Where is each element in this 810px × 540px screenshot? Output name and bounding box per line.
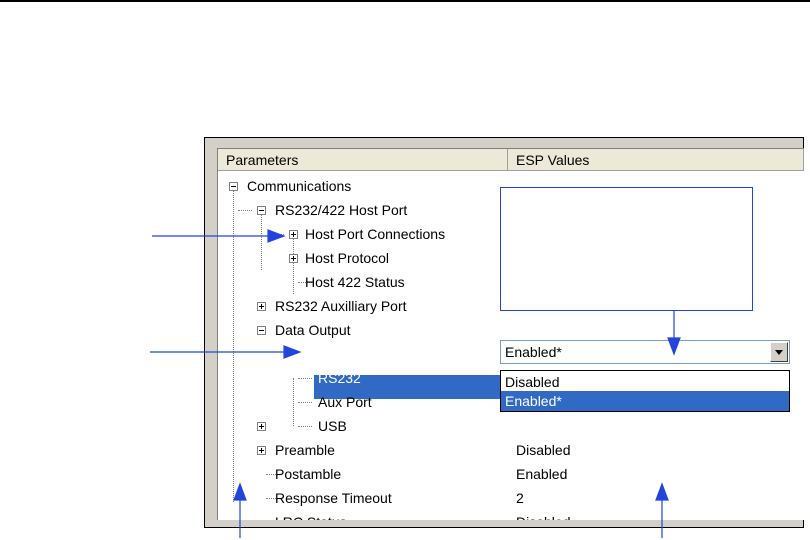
expand-icon[interactable] [257,422,266,431]
tree-item-postamble[interactable]: Postamble [275,466,342,482]
top-rule [0,0,810,2]
tree-item-host-422-status[interactable]: Host 422 Status [305,274,405,290]
tree-item-aux-port[interactable]: Aux Port [318,394,372,410]
tree-line [293,378,294,426]
value-response-timeout[interactable]: 2 [516,490,524,506]
callout-box [500,187,753,311]
tree-item-response-timeout[interactable]: Response Timeout [275,490,392,506]
tree-line [266,474,282,475]
selected-row-highlight [314,375,504,399]
tree-item-rs232-422-host-port[interactable]: RS232/422 Host Port [275,202,408,218]
tree-line [261,210,262,270]
value-editor-layer: Enabled* Disabled Enabled* [204,148,804,518]
tree-line [238,210,252,211]
value-postamble[interactable]: Enabled [516,466,568,482]
tree-item-lrc-status[interactable]: LRC Status [275,512,347,520]
tree-item-data-output[interactable]: Data Output [275,322,351,338]
tree-line [298,426,312,427]
tree-item-host-protocol[interactable]: Host Protocol [305,250,390,266]
tree-item-preamble[interactable]: Preamble [275,442,335,458]
rs232-value-select[interactable]: Enabled* [500,340,790,364]
expand-icon[interactable] [257,302,266,311]
collapse-icon[interactable] [257,326,266,335]
dropdown-option-enabled[interactable]: Enabled* [501,391,789,411]
tree-item-rs232[interactable]: RS232 [318,370,361,386]
tree-item-communications[interactable]: Communications [247,178,352,194]
tree-line [298,378,312,379]
value-lrc-status[interactable]: Disabled [516,512,570,520]
select-current-value: Enabled* [505,344,562,360]
tree-item-host-port-connections[interactable]: Host Port Connections [305,226,446,242]
dropdown-option-disabled[interactable]: Disabled [505,374,560,390]
collapse-icon[interactable] [257,206,266,215]
tree-line [298,282,312,283]
tree-item-usb[interactable]: USB [318,418,347,434]
dropdown-button[interactable] [770,342,788,362]
column-header-parameters[interactable]: Parameters [218,149,508,171]
value-preamble[interactable]: Disabled [516,442,571,458]
tree-line [266,498,282,499]
tree-line [293,234,294,294]
tree-item-rs232-auxilliary-port[interactable]: RS232 Auxilliary Port [275,298,407,314]
chevron-down-icon [775,350,783,355]
expand-icon[interactable] [289,230,298,239]
tree-line [298,402,312,403]
expand-icon[interactable] [257,446,266,455]
tree-line [233,186,234,502]
expand-icon[interactable] [289,254,298,263]
dropdown-list: Disabled Enabled* [500,370,790,412]
column-header-esp-values[interactable]: ESP Values [508,149,804,171]
collapse-icon[interactable] [229,182,238,191]
